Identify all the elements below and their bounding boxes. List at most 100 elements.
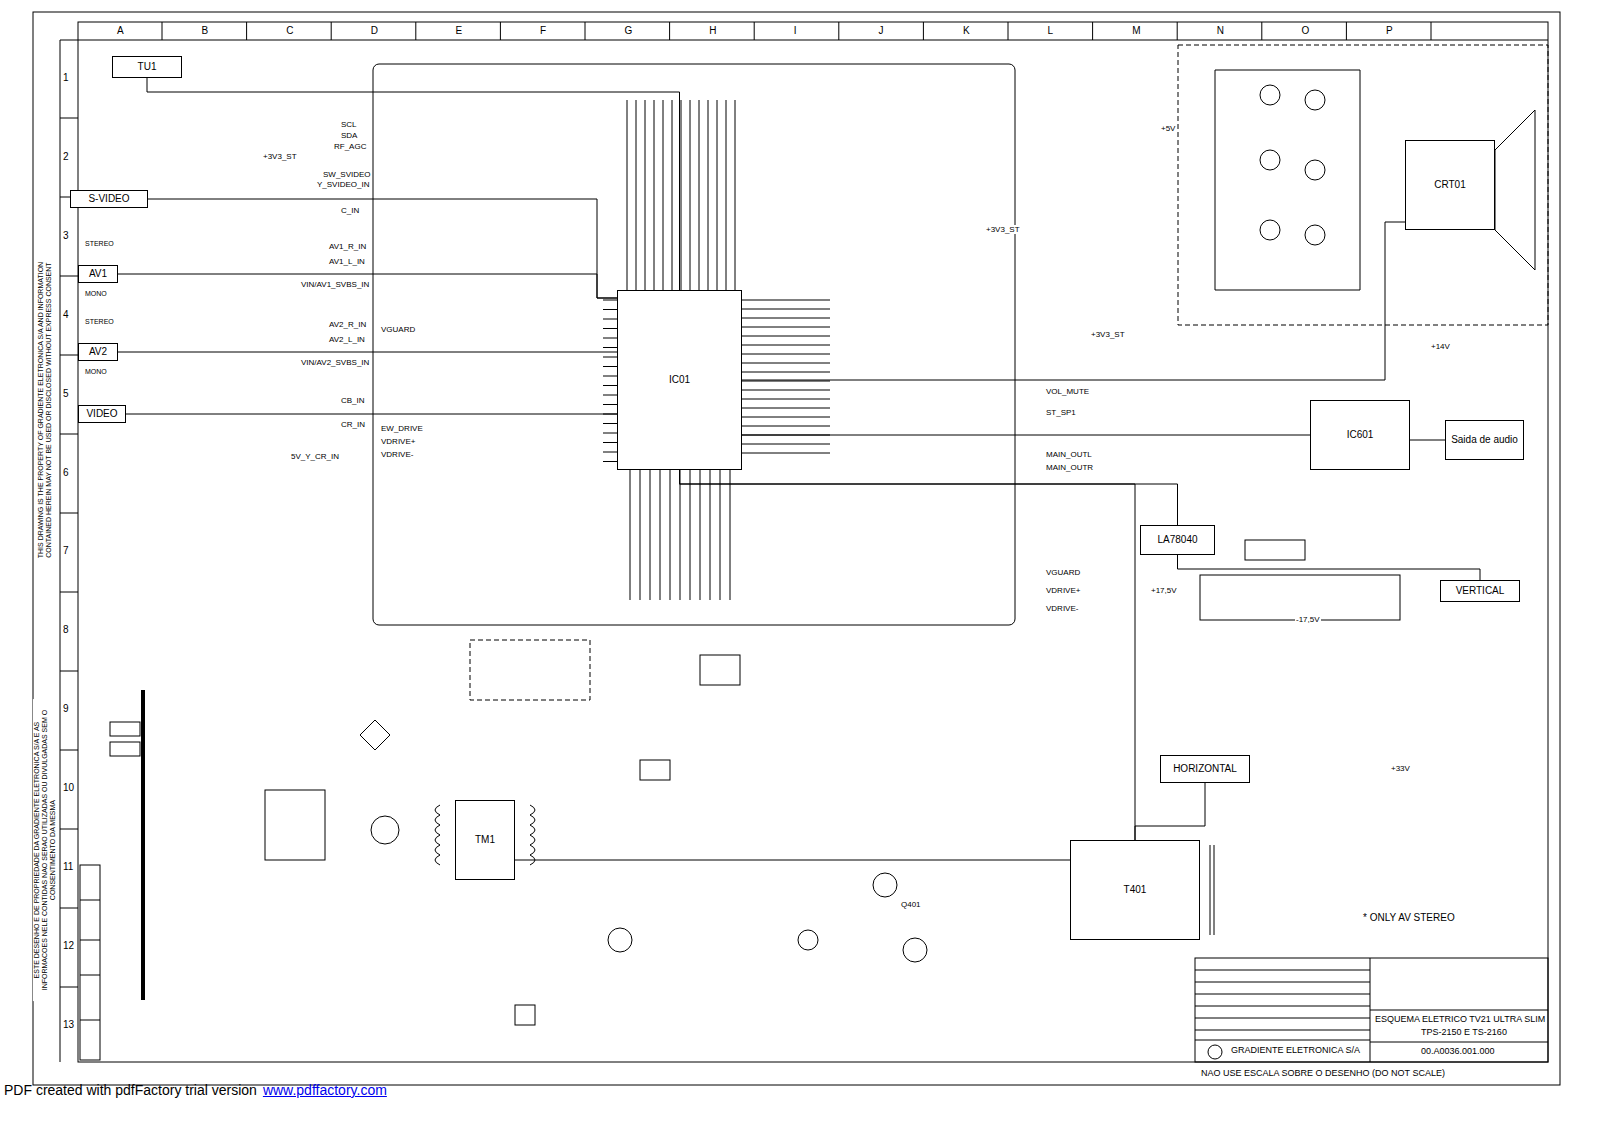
schematic-line xyxy=(60,908,78,909)
signal-label: www.pdffactory.com xyxy=(262,1082,388,1098)
signal-label: B xyxy=(201,25,210,37)
node-text: HORIZONTAL xyxy=(1171,763,1239,775)
connector-box: S-VIDEO xyxy=(70,190,148,208)
schematic-line xyxy=(603,461,617,462)
signal-label: SDA xyxy=(340,131,358,140)
signal-label: 8 xyxy=(62,624,70,636)
signal-label: PDF created with pdfFactory trial versio… xyxy=(3,1082,258,1098)
schematic-line xyxy=(640,470,641,600)
schematic-line xyxy=(923,22,924,40)
signal-label: CB_IN xyxy=(340,396,366,405)
schematic-line xyxy=(708,100,709,290)
schematic-line xyxy=(530,805,535,865)
signal-label: SCL xyxy=(340,120,358,129)
schematic-line xyxy=(162,22,163,40)
schematic-line xyxy=(1215,70,1360,290)
node-text: IC601 xyxy=(1345,429,1376,441)
schematic-line xyxy=(742,372,830,373)
signal-label: +14V xyxy=(1430,342,1451,351)
signal-label: VDRIVE+ xyxy=(1045,586,1081,595)
schematic-line xyxy=(60,592,78,593)
schematic-line xyxy=(500,22,501,40)
signal-label: 11 xyxy=(62,861,74,873)
schematic-line xyxy=(636,100,637,290)
signal-label: STEREO xyxy=(84,318,115,326)
node-text: TU1 xyxy=(136,61,159,73)
signal-label: CR_IN xyxy=(340,420,366,429)
signal-label: L xyxy=(1047,25,1055,37)
schematic-line xyxy=(681,100,682,290)
schematic-line xyxy=(717,100,718,290)
node-text: VERTICAL xyxy=(1454,585,1507,597)
signal-label: MAIN_OUTL xyxy=(1045,450,1093,459)
wire xyxy=(126,414,617,415)
schematic-line xyxy=(60,276,78,277)
signal-label: 4 xyxy=(62,309,70,321)
schematic-line xyxy=(603,395,617,396)
schematic-line xyxy=(1305,90,1325,110)
schematic-line xyxy=(690,100,691,290)
schematic-line xyxy=(373,64,1015,625)
signal-label: M xyxy=(1131,25,1141,37)
connector-box: AV1 xyxy=(78,265,118,283)
signal-label: MONO xyxy=(84,290,108,298)
ic-box: LA78040 xyxy=(1140,525,1215,555)
schematic-line xyxy=(630,470,631,600)
schematic-line xyxy=(654,100,655,290)
signal-label: F xyxy=(539,25,547,37)
schematic-line xyxy=(1305,225,1325,245)
schematic-line xyxy=(742,399,830,400)
schematic-line xyxy=(663,100,664,290)
schematic-line xyxy=(1195,994,1370,995)
wire xyxy=(515,860,1070,861)
schematic-line xyxy=(838,22,839,40)
signal-label: AV2_L_IN xyxy=(328,335,366,344)
signal-label: G xyxy=(624,25,634,37)
schematic-line xyxy=(435,805,440,865)
signal-label: 6 xyxy=(62,467,70,479)
schematic-line xyxy=(603,452,617,453)
schematic-line xyxy=(699,100,700,290)
signal-label: RF_AGC xyxy=(333,142,367,151)
schematic-line xyxy=(710,470,711,600)
node-text: S-VIDEO xyxy=(86,193,131,205)
schematic-line xyxy=(700,470,701,600)
signal-label: +3V3_ST xyxy=(1090,330,1126,339)
schematic-line xyxy=(603,385,617,386)
signal-label: VIN/AV1_SVBS_IN xyxy=(300,280,370,289)
schematic-line xyxy=(742,354,830,355)
schematic-line xyxy=(669,22,670,40)
signal-label: VGUARD xyxy=(380,325,416,334)
schematic-line xyxy=(603,404,617,405)
schematic-line xyxy=(603,442,617,443)
signal-label: C_IN xyxy=(340,206,360,215)
schematic-line xyxy=(60,40,61,1062)
schematic-line xyxy=(627,100,628,290)
schematic-line xyxy=(754,22,755,40)
schematic-line xyxy=(726,100,727,290)
schematic-line xyxy=(730,470,731,600)
schematic-line xyxy=(742,327,830,328)
schematic-line xyxy=(742,309,830,310)
signal-label: SW_SVIDEO xyxy=(322,170,372,179)
wire xyxy=(118,352,617,353)
wire xyxy=(147,78,680,290)
node-text: VIDEO xyxy=(84,408,119,420)
signal-label: AV2_R_IN xyxy=(328,320,367,329)
node-text: AV1 xyxy=(87,268,109,280)
signal-label: VGUARD xyxy=(1045,568,1081,577)
schematic-line xyxy=(80,900,100,901)
schematic-line xyxy=(78,40,1548,41)
signal-label: I xyxy=(793,25,798,37)
signal-label: EW_DRIVE xyxy=(380,424,424,433)
node-text: Saida de audio xyxy=(1449,434,1520,446)
signal-label: 9 xyxy=(62,703,70,715)
schematic-line xyxy=(798,930,818,950)
signal-label: TPS-2150 E TS-2160 xyxy=(1420,1027,1508,1037)
schematic-line xyxy=(141,690,145,1000)
schematic-line xyxy=(515,1005,535,1025)
schematic-line xyxy=(1370,1042,1548,1043)
schematic-line xyxy=(1008,22,1009,40)
